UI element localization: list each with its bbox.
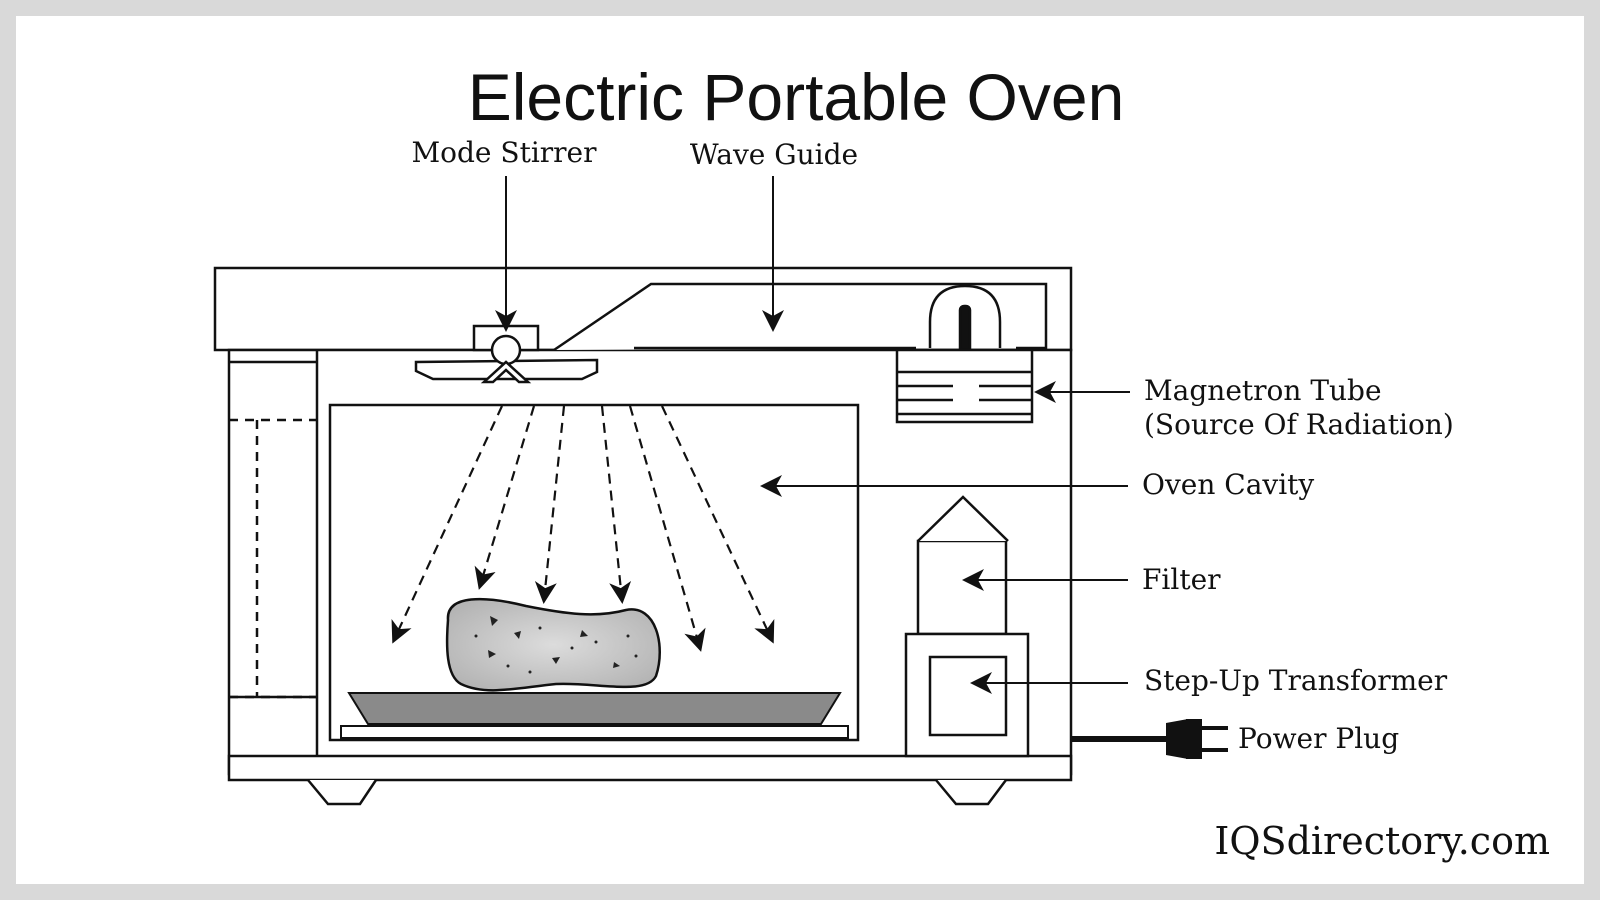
filter-label: Filter xyxy=(1142,563,1221,596)
transformer-label: Step-Up Transformer xyxy=(1144,664,1448,697)
magnetron-label-line1: Magnetron Tube xyxy=(1144,374,1382,407)
magnetron-label-line2: (Source Of Radiation) xyxy=(1144,408,1454,441)
magnetron-tube xyxy=(895,284,1034,424)
oven-diagram: Electric Portable Oven xyxy=(213,60,1550,863)
brand-watermark: IQSdirectory.com xyxy=(1214,819,1550,863)
leader-arrows xyxy=(495,176,1130,694)
turntable-tray xyxy=(340,692,849,739)
power-plug-icon xyxy=(1071,719,1228,759)
food-item xyxy=(445,597,661,692)
mode-stirrer xyxy=(414,324,599,384)
oven-cavity-label: Oven Cavity xyxy=(1142,468,1314,501)
diagram-panel: Electric Portable Oven xyxy=(16,16,1584,884)
power-plug-label: Power Plug xyxy=(1238,722,1399,755)
diagram-title: Electric Portable Oven xyxy=(468,60,1125,134)
oven-cavity xyxy=(328,403,860,742)
wave-guide-label: Wave Guide xyxy=(690,138,858,171)
mode-stirrer-label: Mode Stirrer xyxy=(411,136,597,169)
step-up-transformer xyxy=(904,632,1030,758)
radiation-arrows xyxy=(391,405,775,652)
